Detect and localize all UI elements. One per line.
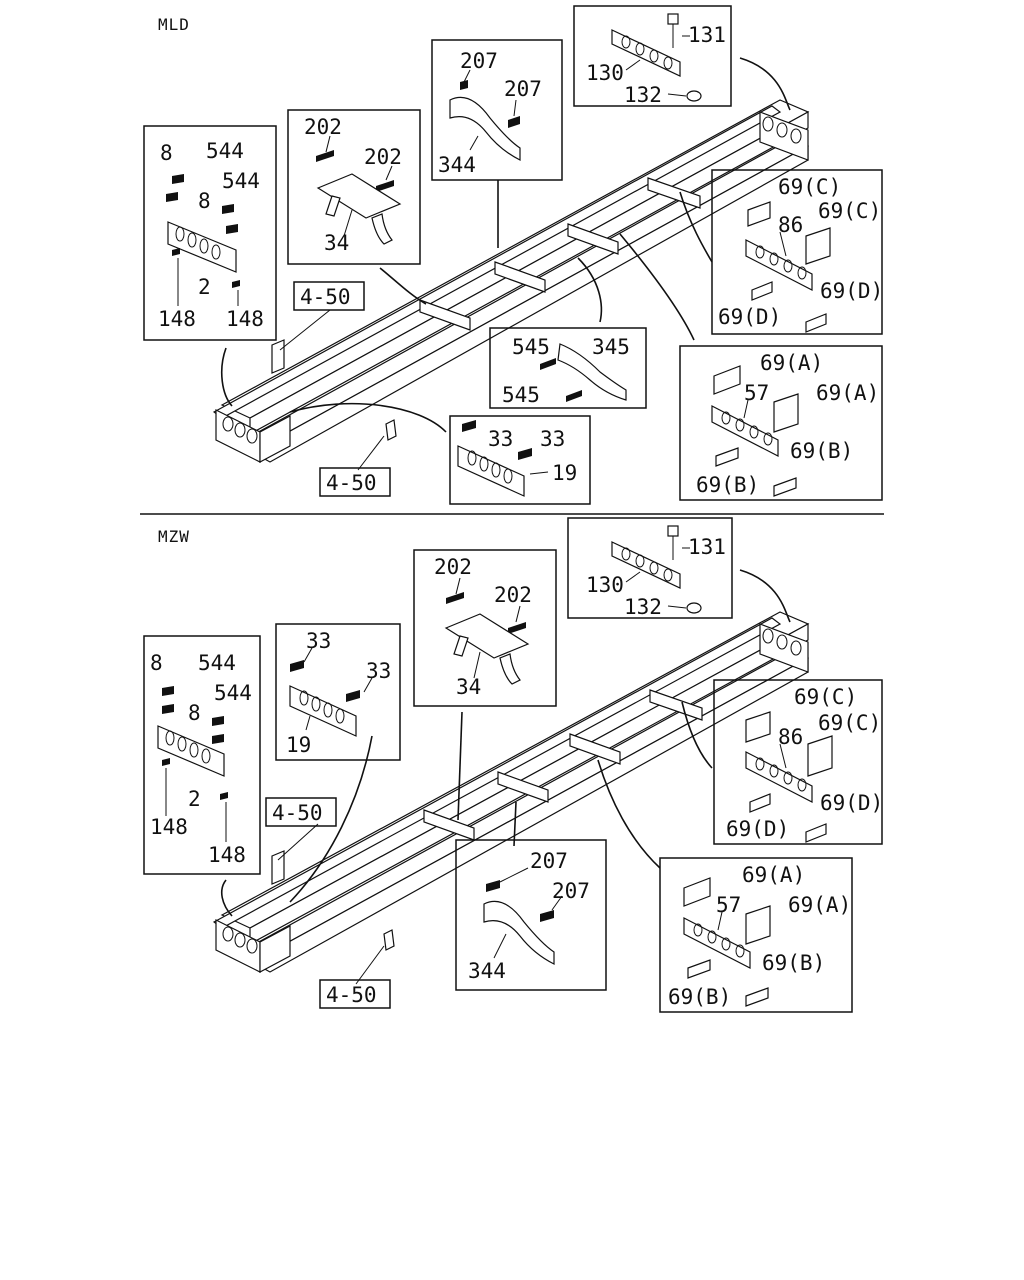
- section-mld: MLD: [143, 5, 883, 505]
- callout-69A-b: 69(A): [788, 893, 851, 917]
- callout-69A-a: 69(A): [742, 863, 805, 887]
- callout-8-b: 8: [188, 701, 201, 725]
- callout-545-b: 545: [502, 383, 540, 407]
- chassis-frame: [212, 99, 810, 463]
- inset-crossmember-57: 69(A) 57 69(A) 69(B) 69(B): [679, 345, 883, 501]
- callout-69C-b: 69(C): [818, 199, 881, 223]
- inset-crossmember-19: 33 33 19: [449, 415, 591, 505]
- ref-4-50-bottom-a: 4-50: [265, 797, 337, 827]
- inset-crossmember-86: 69(C) 69(C) 86 69(D) 69(D): [711, 169, 883, 335]
- callout-8-a: 8: [160, 141, 173, 165]
- callout-69D-a: 69(D): [820, 279, 883, 303]
- leader-lines: [220, 57, 791, 471]
- callout-544-a: 544: [198, 651, 236, 675]
- callout-132: 132: [624, 83, 662, 107]
- callout-344: 344: [438, 153, 476, 177]
- section-label: MZW: [158, 527, 190, 546]
- ref-4-50-top-a: 4-50: [293, 281, 365, 311]
- callout-33-b: 33: [540, 427, 565, 451]
- chassis-frame: [212, 611, 810, 973]
- inset-bracket-344: 207 207 344: [431, 39, 563, 181]
- inset-crossmember-19: 33 33 19: [275, 623, 401, 761]
- callout-86: 86: [778, 213, 803, 237]
- callout-57: 57: [716, 893, 741, 917]
- section-label: MLD: [158, 15, 190, 34]
- callout-545-a: 545: [512, 335, 550, 359]
- ref-label: 4-50: [272, 801, 323, 825]
- callout-207-a: 207: [460, 49, 498, 73]
- callout-131: 131: [688, 535, 726, 559]
- inset-rear-crossmember: 131 130 132: [573, 5, 732, 107]
- inset-crossmember-34: 202 202 34: [287, 109, 421, 265]
- callout-33-a: 33: [306, 629, 331, 653]
- callout-34: 34: [324, 231, 349, 255]
- ref-4-50-bottom-b: 4-50: [319, 979, 391, 1009]
- callout-19: 19: [552, 461, 577, 485]
- callout-148-b: 148: [208, 843, 246, 867]
- callout-69C-a: 69(C): [794, 685, 857, 709]
- callout-148-a: 148: [158, 307, 196, 331]
- callout-2: 2: [198, 275, 211, 299]
- callout-544-b: 544: [214, 681, 252, 705]
- callout-202-b: 202: [494, 583, 532, 607]
- callout-130: 130: [586, 61, 624, 85]
- callout-69B-b: 69(B): [696, 473, 759, 497]
- ref-label: 4-50: [326, 983, 377, 1007]
- section-mzw: MZW: [143, 517, 883, 1013]
- callout-19: 19: [286, 733, 311, 757]
- callout-132: 132: [624, 595, 662, 619]
- callout-148-a: 148: [150, 815, 188, 839]
- callout-69B-a: 69(B): [790, 439, 853, 463]
- callout-207-b: 207: [552, 879, 590, 903]
- callout-130: 130: [586, 573, 624, 597]
- callout-69D-b: 69(D): [726, 817, 789, 841]
- callout-202-b: 202: [364, 145, 402, 169]
- callout-8-b: 8: [198, 189, 211, 213]
- callout-207-a: 207: [530, 849, 568, 873]
- callout-2: 2: [188, 787, 201, 811]
- ref-4-50-top-b: 4-50: [319, 467, 391, 497]
- ref-label: 4-50: [326, 471, 377, 495]
- callout-69D-a: 69(D): [820, 791, 883, 815]
- leader-lines: [220, 569, 791, 985]
- inset-crossmember-86: 69(C) 69(C) 86 69(D) 69(D): [713, 679, 883, 845]
- callout-69C-a: 69(C): [778, 175, 841, 199]
- callout-69D-b: 69(D): [718, 305, 781, 329]
- callout-202-a: 202: [434, 555, 472, 579]
- callout-69A-a: 69(A): [760, 351, 823, 375]
- callout-69C-b: 69(C): [818, 711, 881, 735]
- callout-69B-a: 69(B): [762, 951, 825, 975]
- callout-131: 131: [688, 23, 726, 47]
- inset-crossmember-34: 202 202 34: [413, 549, 557, 707]
- ref-label: 4-50: [300, 285, 351, 309]
- callout-207-b: 207: [504, 77, 542, 101]
- callout-34: 34: [456, 675, 481, 699]
- inset-crossmember-57: 69(A) 57 69(A) 69(B) 69(B): [659, 857, 853, 1013]
- callout-86: 86: [778, 725, 803, 749]
- callout-544-b: 544: [222, 169, 260, 193]
- callout-148-b: 148: [226, 307, 264, 331]
- inset-crossmember-2: 8 544 544 8 2 148 148: [143, 125, 277, 341]
- callout-69A-b: 69(A): [816, 381, 879, 405]
- callout-544-a: 544: [206, 139, 244, 163]
- callout-33-a: 33: [488, 427, 513, 451]
- inset-rear-crossmember: 131 130 132: [567, 517, 733, 619]
- inset-crossmember-2: 8 544 544 8 2 148 148: [143, 635, 261, 875]
- callout-69B-b: 69(B): [668, 985, 731, 1009]
- callout-8-a: 8: [150, 651, 163, 675]
- callout-344: 344: [468, 959, 506, 983]
- callout-202-a: 202: [304, 115, 342, 139]
- callout-57: 57: [744, 381, 769, 405]
- callout-33-b: 33: [366, 659, 391, 683]
- callout-345: 345: [592, 335, 630, 359]
- inset-bracket-344: 207 207 344: [455, 839, 607, 991]
- inset-bracket-345: 545 345 545: [489, 327, 647, 409]
